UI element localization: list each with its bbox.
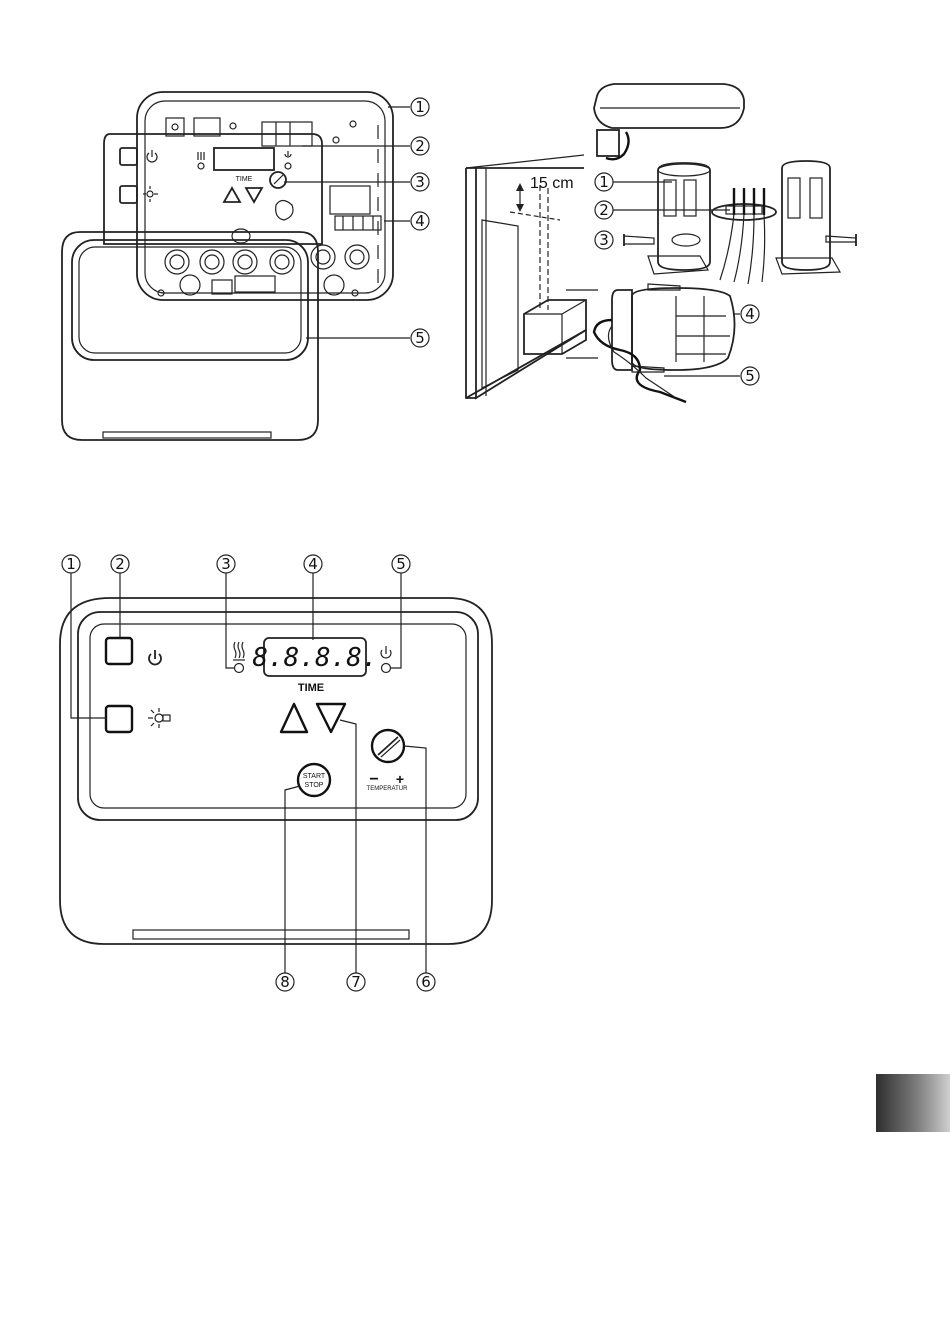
power-icon — [147, 150, 157, 162]
svg-text:6: 6 — [421, 973, 431, 991]
figure1-callouts: 1 2 3 4 5 — [284, 98, 429, 347]
temperature-label: TEMPERATUR — [367, 786, 409, 792]
power-icon-small — [285, 151, 291, 157]
svg-text:3: 3 — [221, 555, 231, 573]
back-housing-inner — [145, 101, 385, 293]
up-arrow-small — [224, 188, 240, 202]
svg-text:3: 3 — [415, 173, 425, 191]
display-window-small — [214, 148, 274, 170]
svg-text:2: 2 — [115, 555, 125, 573]
svg-text:4: 4 — [745, 305, 755, 323]
svg-text:5: 5 — [396, 555, 406, 573]
figure-control-panel: 8.8.8.8. TIME − + TEMPERATUR START STOP … — [60, 555, 492, 991]
stop-label: STOP — [305, 782, 324, 789]
sensor-connector — [597, 130, 619, 156]
sensor-housing-right — [776, 161, 840, 274]
panel-slot — [133, 930, 409, 939]
figure3-top-callouts: 1 2 3 4 5 — [62, 555, 410, 718]
up-arrow-button[interactable] — [281, 704, 307, 732]
heat-led-small — [198, 163, 204, 169]
svg-text:5: 5 — [745, 367, 755, 385]
heat-led — [235, 664, 244, 673]
power-button[interactable] — [106, 638, 132, 664]
svg-text:1: 1 — [415, 98, 425, 116]
down-arrow-small — [246, 188, 262, 202]
start-label: START — [303, 773, 326, 780]
terminal-block — [712, 188, 776, 284]
svg-text:1: 1 — [66, 555, 76, 573]
svg-text:3: 3 — [599, 231, 609, 249]
standby-led — [382, 664, 391, 673]
light-button[interactable] — [106, 706, 132, 732]
svg-text:8: 8 — [280, 973, 290, 991]
standby-icon — [381, 646, 391, 658]
distance-label: 15 cm — [530, 175, 574, 192]
start-stop-button[interactable] — [298, 764, 330, 796]
power-led-small — [285, 163, 291, 169]
svg-text:2: 2 — [415, 137, 425, 155]
front-cover — [62, 232, 318, 440]
figure-control-unit-exploded: TIME 1 2 3 4 5 — [62, 92, 429, 440]
svg-text:7: 7 — [351, 973, 361, 991]
heat-icon-small — [198, 152, 204, 160]
page-edge-tab — [876, 1074, 950, 1132]
svg-text:4: 4 — [415, 212, 425, 230]
power-icon — [149, 650, 161, 664]
figure3-bottom-callouts: 8 7 6 — [276, 720, 435, 991]
down-arrow-button[interactable] — [317, 704, 345, 732]
svg-text:1: 1 — [599, 173, 609, 191]
circuit-board-components — [158, 118, 381, 296]
svg-text:4: 4 — [308, 555, 318, 573]
light-icon — [148, 708, 170, 728]
sensor-housing-left — [648, 163, 710, 274]
start-stop-button-small — [276, 201, 293, 221]
heat-icon — [233, 642, 245, 660]
door-frame — [482, 220, 518, 388]
heater-unit — [524, 300, 586, 354]
time-label: TIME — [298, 682, 324, 694]
light-button-small — [120, 186, 137, 203]
svg-text:2: 2 — [599, 201, 609, 219]
figure-sensor-mounting: 15 cm — [466, 84, 856, 402]
power-button-small — [120, 148, 137, 165]
temperature-plus: + — [396, 771, 404, 787]
svg-text:5: 5 — [415, 329, 425, 347]
time-label-small: TIME — [236, 176, 253, 183]
display-digits: 8.8.8.8. — [252, 643, 377, 673]
front-cover-slot — [103, 432, 271, 438]
sensor-cap — [594, 84, 744, 128]
sensor-base-large — [594, 288, 735, 402]
